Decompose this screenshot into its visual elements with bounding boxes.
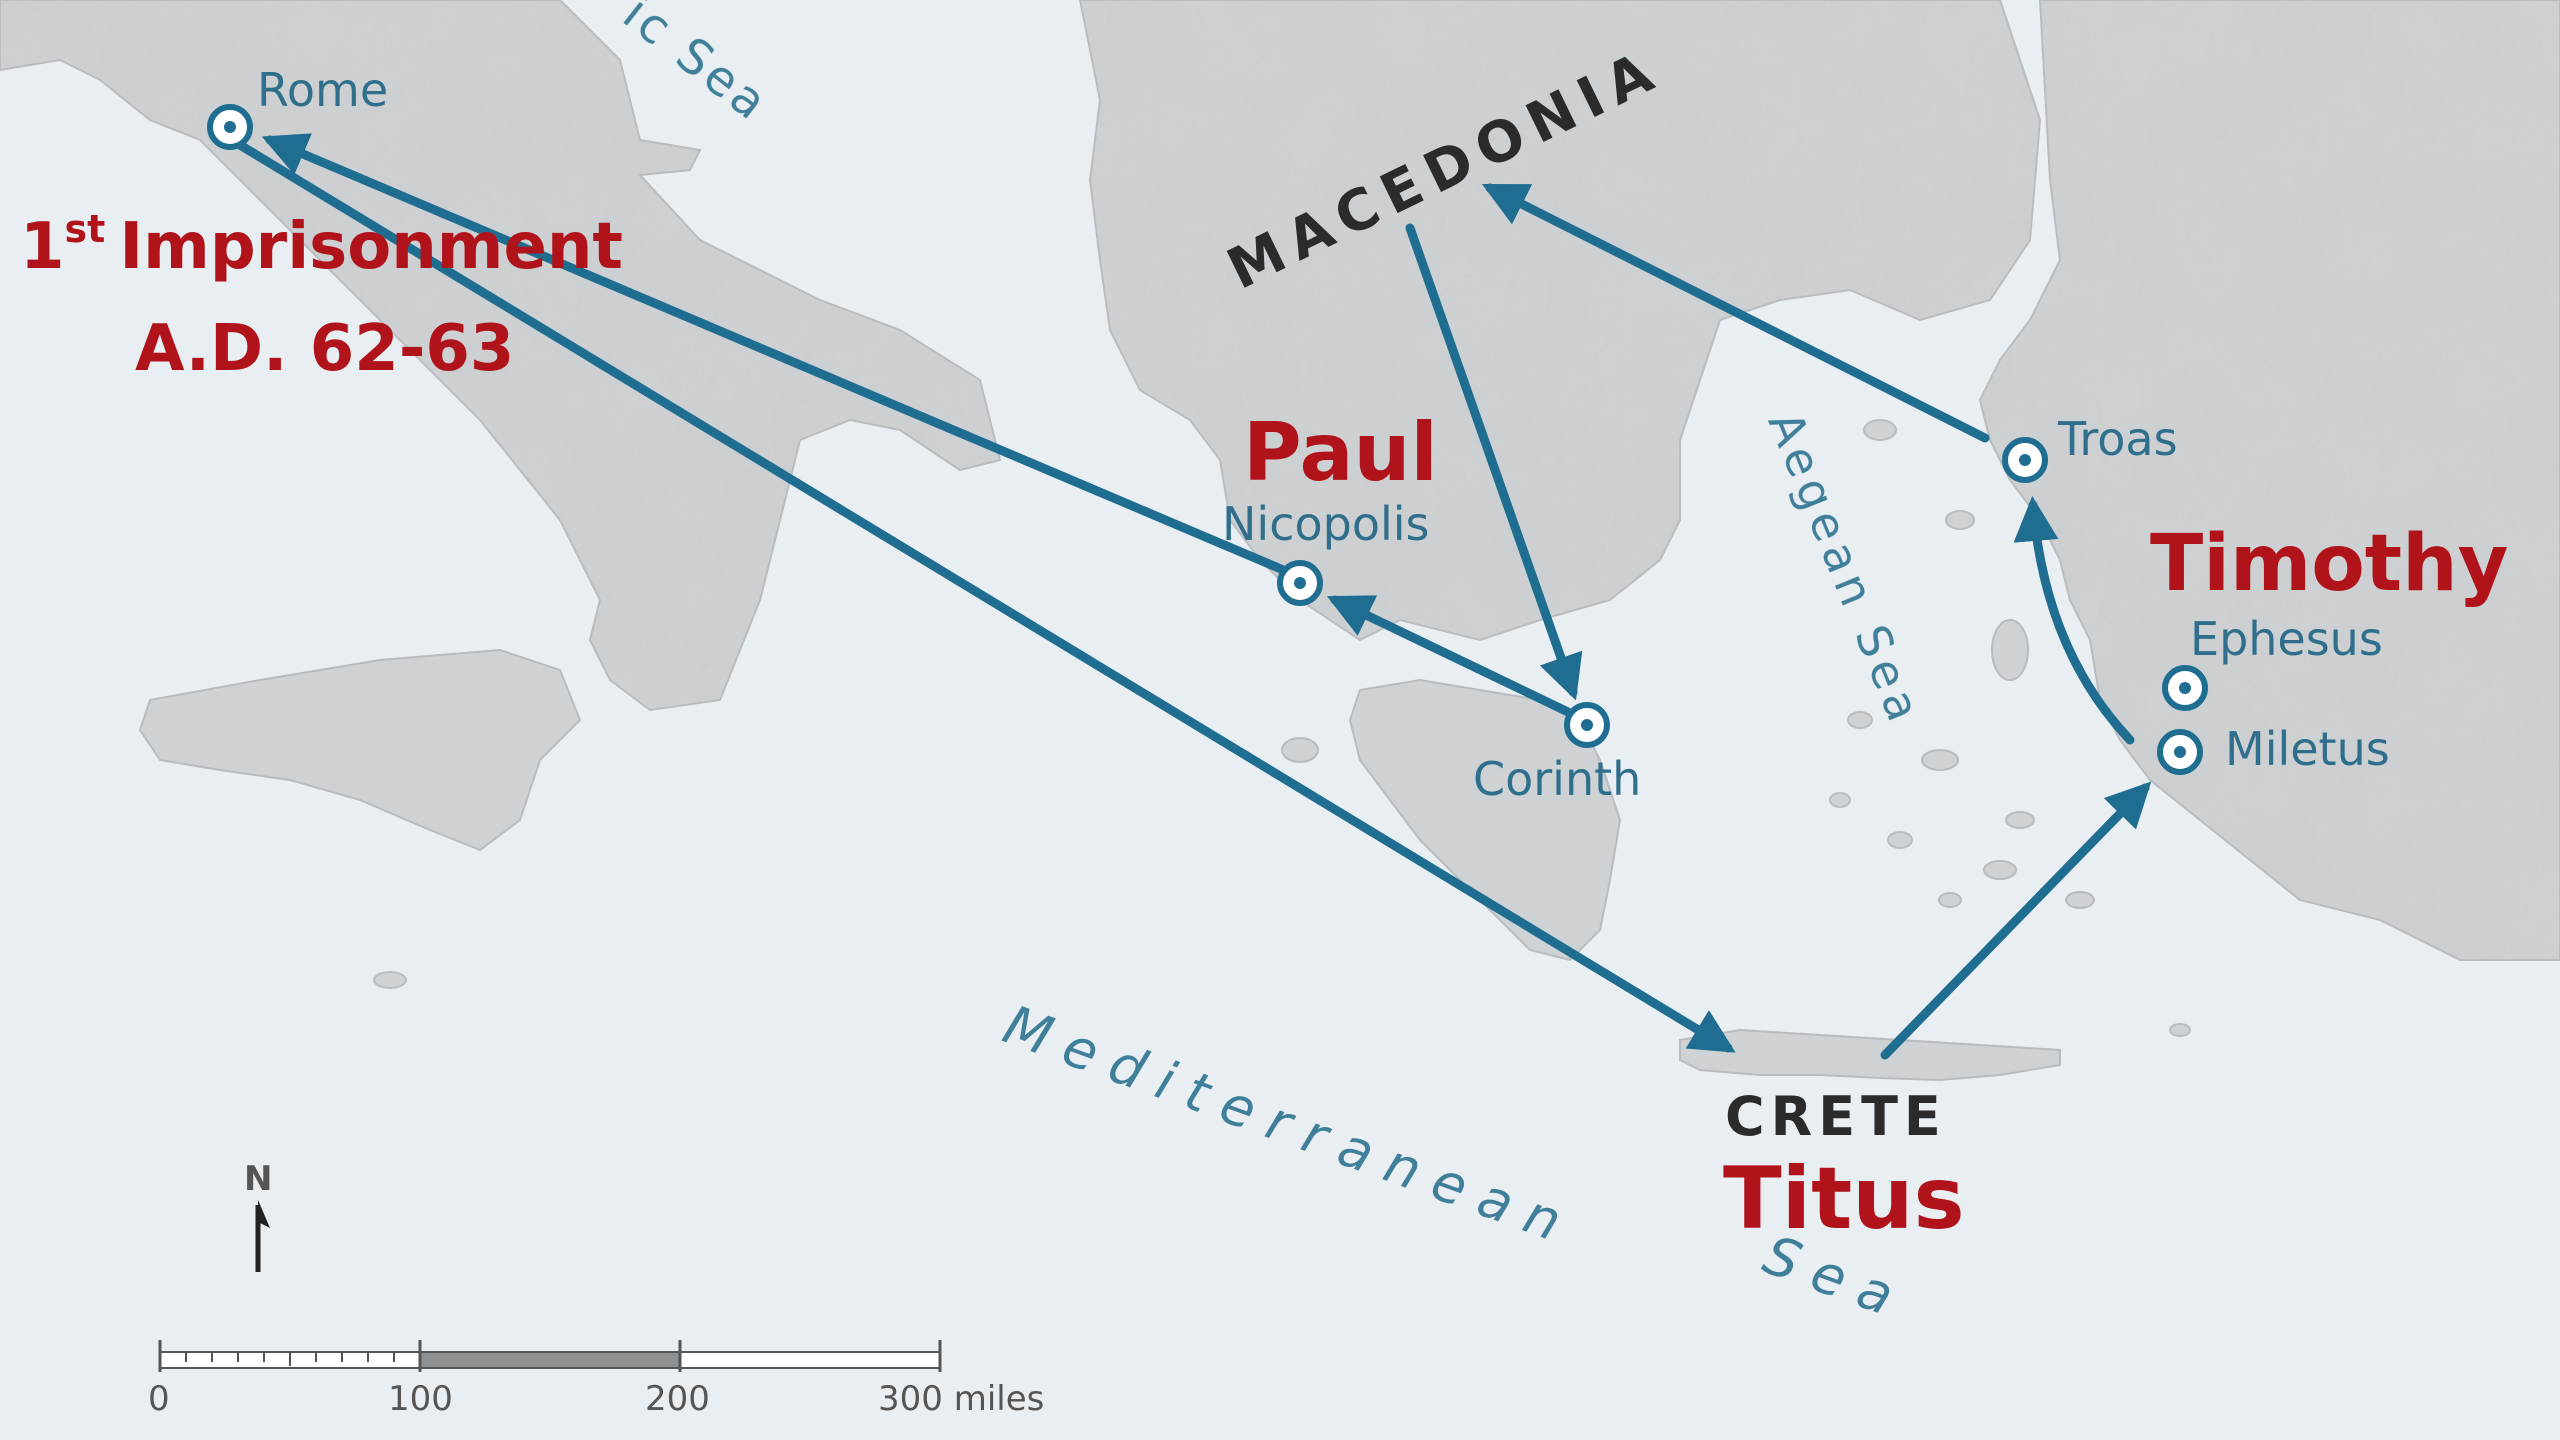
land-crete (1679, 1028, 2061, 1082)
city-marker-ephesus (2162, 665, 2208, 711)
north-label: N (244, 1159, 272, 1199)
city-markers (207, 104, 2208, 775)
terrain-shading (0, 0, 2560, 960)
imprisonment-number: 1 (20, 210, 65, 284)
route-troas-to-macedonia (1481, 183, 1990, 443)
city-label-rome: Rome (257, 63, 388, 117)
city-label-ephesus: Ephesus (2190, 612, 2383, 666)
route-corinth-to-nicopolis (1326, 595, 1573, 717)
city-label-miletus: Miletus (2225, 722, 2390, 776)
imprisonment-word: Imprisonment (119, 210, 623, 284)
scale-tick-300: 300 miles (878, 1379, 1044, 1419)
land-sicily (138, 648, 582, 852)
city-marker-rome (207, 104, 253, 150)
annotation-imprisonment: 1st Imprisonment (20, 207, 623, 284)
city-marker-troas (2002, 437, 2048, 483)
scale-tick-0: 0 (148, 1379, 170, 1419)
annotation-timothy: Timothy (2150, 519, 2508, 609)
city-marker-nicopolis (1277, 560, 1323, 606)
route-rome-to-crete (235, 140, 1736, 1053)
route-nicopolis-to-rome (261, 133, 1293, 577)
city-label-nicopolis: Nicopolis (1222, 497, 1430, 551)
scale-tick-100: 100 (388, 1379, 453, 1419)
city-marker-corinth (1564, 702, 1610, 748)
north-arrow: N (244, 1159, 272, 1272)
annotation-imprisonment-date: A.D. 62-63 (135, 312, 514, 386)
region-label-crete: CRETE (1725, 1085, 1947, 1148)
city-marker-miletus (2157, 729, 2203, 775)
annotation-titus: Titus (1723, 1149, 1965, 1249)
scale-tick-200: 200 (645, 1379, 710, 1419)
annotation-paul: Paul (1243, 406, 1438, 499)
route-crete-to-miletus (1880, 781, 2152, 1060)
city-label-corinth: Corinth (1473, 752, 1641, 806)
scale-bar: 0 100 200 300 miles (148, 1340, 1044, 1419)
route-arrows (235, 133, 2152, 1060)
route-miletus-to-troas (2013, 496, 2135, 745)
imprisonment-superscript: st (65, 207, 106, 251)
route-macedonia-to-corinth (1405, 223, 1583, 701)
city-label-troas: Troas (2057, 412, 2178, 466)
